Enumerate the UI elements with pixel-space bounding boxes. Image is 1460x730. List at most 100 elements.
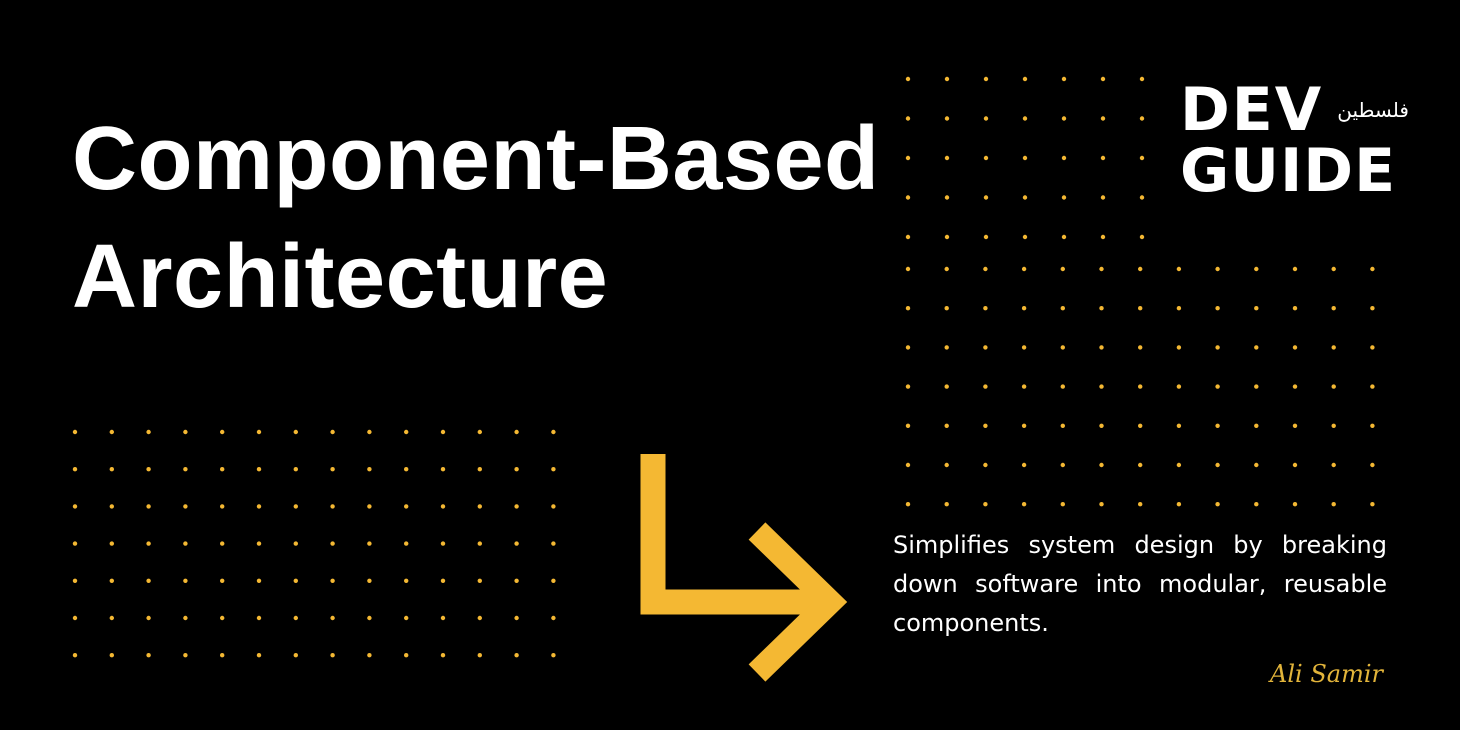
dot [1215,266,1220,272]
dot [1370,306,1375,311]
dot [1022,116,1028,121]
dot [72,429,78,435]
dot [514,615,519,621]
dot [1292,266,1298,272]
dot [1292,423,1298,428]
dot [1370,423,1375,428]
dot [1215,306,1220,311]
dot [1331,423,1336,428]
dot [1138,345,1143,350]
dot [1021,502,1027,507]
dot [1254,345,1259,350]
dot [404,653,409,658]
dot [293,541,298,546]
dot [404,541,409,546]
dot [220,578,225,583]
dot [1370,345,1375,350]
dot [330,615,335,621]
dot [944,155,950,161]
dot [1292,345,1298,350]
dot [905,502,911,507]
dot [440,653,446,658]
dot [1331,345,1336,350]
dot [944,266,949,272]
dot [367,504,372,509]
dot [477,541,482,546]
dot [367,578,372,583]
dot [1176,502,1182,507]
dot [1060,423,1066,428]
dot [1061,116,1067,121]
dot [944,116,950,121]
dot [514,578,519,583]
dot [220,504,225,509]
dot [1139,234,1145,240]
dot [514,541,519,546]
dot [1215,345,1220,350]
dot [905,462,911,468]
dot [183,653,188,658]
dot [905,266,911,272]
dot [109,541,115,546]
dot [1061,155,1067,161]
dot [1176,306,1182,311]
dot [330,578,335,583]
dot [109,504,115,509]
dot [1292,462,1298,468]
dot [109,615,115,621]
dot [905,116,911,121]
dot [367,541,372,546]
dot [367,467,372,472]
dot [1292,384,1298,389]
description: Simplifies system design by breaking dow… [893,531,1387,637]
dot [1370,462,1375,468]
dot [1100,155,1106,161]
dot [551,541,556,546]
dot [983,266,988,272]
dot [183,615,188,621]
dot [1060,502,1066,507]
dot [1254,306,1259,311]
dot [1021,345,1027,350]
title-line-1: Component-Based [72,109,880,209]
dot [72,578,78,583]
dot [1139,195,1145,200]
dot [293,429,298,435]
dot [983,423,988,428]
dot [1138,423,1143,428]
dot [330,467,335,472]
dot [1215,502,1220,507]
dot [1331,306,1336,311]
dot [1215,384,1220,389]
logo-arabic: فلسطين [1337,98,1409,122]
dot [905,195,911,200]
dot [293,467,298,472]
dot [477,615,482,621]
dot [256,429,262,435]
dot [146,467,151,472]
dot [1060,462,1066,468]
dot [983,502,988,507]
dot [1060,384,1066,389]
dot [477,429,482,435]
dot [146,541,151,546]
dot [1215,423,1220,428]
dot [944,502,949,507]
dot [1021,423,1027,428]
dot [367,653,372,658]
dot [1022,195,1028,200]
dot [183,578,188,583]
dot [440,467,446,472]
dot [1254,423,1259,428]
dot [1060,345,1066,350]
dot [551,504,556,509]
dot [905,306,911,311]
dot [1176,266,1182,272]
dot [477,578,482,583]
dot [404,578,409,583]
dot [1176,345,1182,350]
dot [330,541,335,546]
dot [1139,155,1145,161]
page-title: Component-Based Architecture [72,100,880,336]
